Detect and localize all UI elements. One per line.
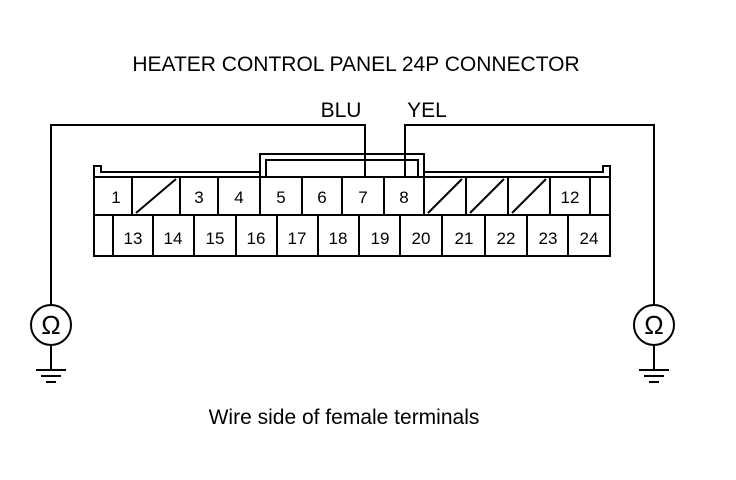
terminal-4: 4 bbox=[234, 188, 243, 207]
terminal-numbers-bottom: 13 14 15 16 17 18 19 20 21 22 23 24 bbox=[124, 229, 599, 248]
terminal-15: 15 bbox=[206, 229, 225, 248]
terminal-7: 7 bbox=[358, 188, 367, 207]
terminal-13: 13 bbox=[124, 229, 143, 248]
ground-icon-right bbox=[639, 345, 669, 383]
terminal-22: 22 bbox=[497, 229, 516, 248]
terminal-17: 17 bbox=[288, 229, 307, 248]
terminal-21: 21 bbox=[455, 229, 474, 248]
terminal-6: 6 bbox=[317, 188, 326, 207]
terminal-19: 19 bbox=[371, 229, 390, 248]
ohmmeter-left: Ω bbox=[30, 304, 72, 346]
terminal-12: 12 bbox=[561, 188, 580, 207]
terminal-20: 20 bbox=[412, 229, 431, 248]
wire-label-yel: YEL bbox=[407, 99, 447, 122]
terminal-24: 24 bbox=[580, 229, 599, 248]
ground-icon-left bbox=[36, 345, 66, 383]
unused-cavity-marks bbox=[135, 178, 547, 214]
wire-yel bbox=[404, 124, 655, 305]
wire-blu bbox=[50, 124, 366, 305]
terminal-18: 18 bbox=[329, 229, 348, 248]
terminal-numbers-top: 1 3 4 5 6 7 8 12 bbox=[111, 188, 579, 207]
terminal-dividers bbox=[112, 177, 591, 256]
terminal-8: 8 bbox=[399, 188, 408, 207]
ohmmeter-right: Ω bbox=[633, 304, 675, 346]
terminal-14: 14 bbox=[164, 229, 183, 248]
caption: Wire side of female terminals bbox=[209, 406, 480, 429]
wire-label-blu: BLU bbox=[321, 99, 362, 122]
terminal-1: 1 bbox=[111, 188, 120, 207]
terminal-5: 5 bbox=[276, 188, 285, 207]
connector-body bbox=[93, 153, 611, 257]
terminal-16: 16 bbox=[247, 229, 266, 248]
diagram-title: HEATER CONTROL PANEL 24P CONNECTOR bbox=[132, 53, 579, 76]
terminal-3: 3 bbox=[194, 188, 203, 207]
terminal-23: 23 bbox=[539, 229, 558, 248]
ohm-icon: Ω bbox=[644, 310, 663, 340]
ohm-icon: Ω bbox=[41, 310, 60, 340]
